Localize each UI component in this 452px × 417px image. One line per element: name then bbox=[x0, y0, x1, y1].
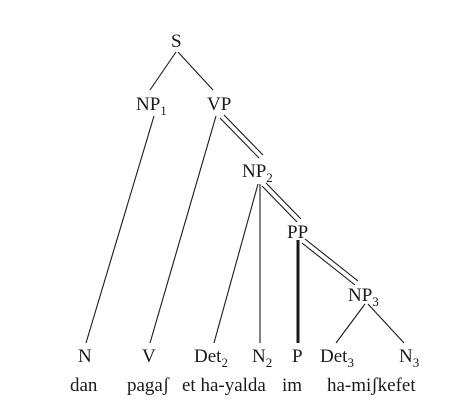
branch-PP-NP3-a bbox=[301, 242, 356, 286]
tree-branches bbox=[85, 51, 405, 344]
node-S: S bbox=[171, 31, 182, 52]
branch-VP-V bbox=[149, 115, 217, 344]
branch-NP3-Det3 bbox=[335, 303, 366, 344]
word-et-ha-yalda: et ha-yalda bbox=[182, 375, 266, 396]
node-V: V bbox=[142, 346, 156, 367]
branch-NP2-Det2 bbox=[213, 183, 259, 344]
branch-VP-NP2-b bbox=[223, 114, 264, 156]
node-NP3: NP3 bbox=[348, 285, 379, 309]
branch-S-VP bbox=[177, 51, 214, 91]
node-N2: N2 bbox=[252, 346, 272, 370]
tree-words: dan pagaʃ et ha-yalda im ha-miʃkefet bbox=[70, 375, 416, 396]
tree-nodes: S NP1 VP NP2 PP NP3 N V Det2 N2 P Det3 N… bbox=[78, 31, 419, 370]
branch-NP2-PP-a bbox=[261, 185, 298, 223]
node-Det2: Det2 bbox=[194, 346, 228, 370]
word-pagash: pagaʃ bbox=[127, 375, 170, 396]
node-NP1: NP1 bbox=[136, 94, 167, 118]
branch-NP2-PP-b bbox=[265, 182, 302, 220]
node-N3: N3 bbox=[399, 346, 419, 370]
branch-S-NP1 bbox=[149, 51, 177, 91]
node-N: N bbox=[78, 346, 92, 367]
node-NP2: NP2 bbox=[242, 161, 273, 185]
node-P: P bbox=[292, 346, 303, 367]
node-Det3: Det3 bbox=[320, 346, 354, 370]
branch-NP3-N3 bbox=[367, 303, 405, 344]
word-ha-mishkefet: ha-miʃkefet bbox=[327, 375, 416, 396]
word-im: im bbox=[282, 375, 302, 396]
word-dan: dan bbox=[70, 375, 98, 396]
node-VP: VP bbox=[207, 94, 231, 115]
branch-VP-NP2-a bbox=[219, 117, 260, 159]
branch-NP1-N bbox=[85, 115, 155, 344]
branch-PP-NP3-b bbox=[304, 238, 359, 282]
node-PP: PP bbox=[287, 222, 308, 243]
